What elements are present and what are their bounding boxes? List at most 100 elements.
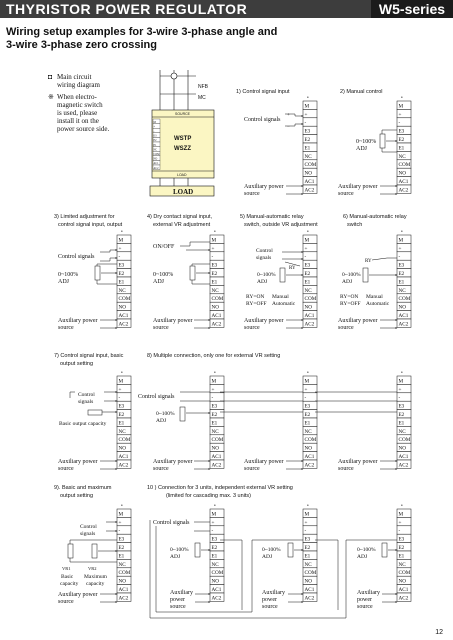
d9-control: Control bbox=[80, 524, 97, 530]
terminal-label: AC2 bbox=[212, 321, 222, 327]
caption-3-line1: 3) Limited adjustment for bbox=[54, 214, 115, 220]
terminal-dot-icon: • bbox=[214, 230, 216, 235]
terminal-label: M bbox=[212, 511, 217, 517]
d10-aux-1: Auxiliary bbox=[170, 590, 193, 596]
terminal-label: - bbox=[305, 120, 307, 126]
caption-2: 2) Manual control bbox=[340, 89, 383, 95]
terminal-label: - bbox=[399, 528, 401, 534]
d10-source-2: source bbox=[262, 604, 278, 610]
terminal-label: AC1 bbox=[399, 313, 409, 319]
terminal-label: + bbox=[399, 387, 402, 393]
mini-terminal-label: M bbox=[154, 121, 157, 124]
d7-basic-output: Basic output capacity bbox=[59, 421, 107, 427]
d3-adj-pct: 0~100% bbox=[58, 272, 78, 278]
terminal-label: E2 bbox=[399, 412, 405, 418]
terminal-label: NO bbox=[305, 305, 313, 311]
d9-capacity-1: capacity bbox=[60, 581, 79, 587]
terminal-label: - bbox=[212, 528, 214, 534]
intro-note2-line3: is used, please bbox=[57, 109, 97, 117]
terminal-label: - bbox=[305, 254, 307, 260]
terminal-label: COM bbox=[212, 437, 224, 443]
terminal-label: - bbox=[399, 120, 401, 126]
caption-4-line2: external VR adjustment bbox=[153, 222, 211, 228]
d4-on-off: ON/OFF bbox=[153, 244, 175, 250]
terminal-label: M bbox=[399, 511, 404, 517]
terminal-label: NO bbox=[399, 579, 407, 585]
d4-adj-pct: 0~100% bbox=[153, 272, 173, 278]
terminal-label: AC1 bbox=[399, 179, 409, 185]
terminal-label: NC bbox=[212, 288, 220, 294]
d9-vr2: VR2 bbox=[88, 566, 97, 571]
d10-source-3: source bbox=[357, 604, 373, 610]
d5-ry: RY bbox=[289, 266, 296, 271]
terminal-label: M bbox=[119, 511, 124, 517]
terminal-dot-icon: • bbox=[214, 504, 216, 509]
terminal-cell bbox=[396, 318, 412, 328]
terminal-label: COM bbox=[305, 296, 317, 302]
terminal-label: + bbox=[119, 387, 122, 393]
diagram-5: Control signals RY 0~100% ADJ RY=ON Manu… bbox=[244, 248, 304, 331]
terminal-label: AC1 bbox=[305, 587, 315, 593]
d5-automatic: Automatic bbox=[272, 301, 296, 307]
terminal-label: E3 bbox=[399, 404, 405, 410]
terminal-label: M bbox=[212, 378, 217, 384]
terminal-dot-icon: • bbox=[401, 96, 403, 101]
terminal-label: - bbox=[119, 395, 121, 401]
d3-adj: ADJ bbox=[58, 279, 70, 285]
nfb-label: NFB bbox=[198, 84, 209, 90]
diagram-2: 0~100% ADJ Auxiliary power source bbox=[338, 129, 398, 197]
terminal-label: AC2 bbox=[212, 462, 222, 468]
terminal-dot-icon: • bbox=[214, 371, 216, 376]
diagram-captions: 1) Control signal input 2) Manual contro… bbox=[54, 89, 407, 499]
terminal-label: NO bbox=[399, 305, 407, 311]
terminal-label: - bbox=[212, 254, 214, 260]
terminal-cell bbox=[302, 318, 318, 328]
d9-capacity-2: capacity bbox=[86, 581, 105, 587]
terminal-dot-icon: • bbox=[121, 230, 123, 235]
terminal-label: AC1 bbox=[212, 454, 222, 460]
terminal-label: E3 bbox=[212, 263, 218, 269]
d10-adj-2: ADJ bbox=[262, 554, 273, 560]
caption-9-line2: output setting bbox=[60, 493, 93, 499]
terminal-label: E1 bbox=[119, 553, 125, 559]
terminal-label: E3 bbox=[119, 404, 125, 410]
diagram-8: Control signals 0~100% ADJ Auxiliary pow… bbox=[138, 391, 398, 472]
caption-4-line1: 4) Dry contact signal input, bbox=[147, 214, 213, 220]
d9-source: source bbox=[58, 599, 74, 605]
terminal-label: NO bbox=[212, 305, 220, 311]
d10-aux-3: Auxiliary bbox=[357, 590, 380, 596]
terminal-label: NO bbox=[399, 171, 407, 177]
terminal-label: + bbox=[212, 246, 215, 252]
mini-terminal-label: E3 bbox=[154, 135, 158, 138]
terminal-label: AC1 bbox=[119, 587, 129, 593]
terminal-label: M bbox=[212, 237, 217, 243]
diagram-6: RY 0~100% ADJ RY=ON Manual RY=OFF Automa… bbox=[338, 257, 398, 331]
d10-power-2: power bbox=[262, 597, 277, 603]
page-header: THYRISTOR POWER REGULATOR W5-series bbox=[0, 0, 453, 18]
terminal-label: E1 bbox=[399, 420, 405, 426]
caption-8: 8) Multiple connection, only one for ext… bbox=[147, 353, 280, 359]
intro-note2-line1: When electro- bbox=[57, 93, 98, 101]
terminal-label: E3 bbox=[212, 404, 218, 410]
terminal-label: + bbox=[305, 520, 308, 526]
terminal-label: E2 bbox=[305, 137, 311, 143]
caption-10-line1: 10 ) Connection for 3 units, independent… bbox=[147, 485, 293, 491]
terminal-label: E2 bbox=[212, 545, 218, 551]
d2-adj-pct: 0~100% bbox=[356, 139, 376, 145]
terminal-label: + bbox=[119, 520, 122, 526]
diagram-4: ON/OFF 0~100% ADJ Auxiliary power source bbox=[153, 241, 211, 331]
d10-source-1: source bbox=[170, 604, 186, 610]
d2-source: source bbox=[338, 191, 354, 197]
terminal-cell bbox=[396, 184, 412, 194]
d6-aux-power: Auxiliary power bbox=[338, 318, 378, 324]
terminal-label: - bbox=[212, 395, 214, 401]
terminal-label: AC2 bbox=[119, 462, 129, 468]
mc-label: MC bbox=[198, 95, 206, 101]
terminal-label: COM bbox=[399, 437, 411, 443]
terminal-label: NC bbox=[399, 562, 407, 568]
terminal-label: AC2 bbox=[399, 595, 409, 601]
d7-aux-power: Auxiliary power bbox=[58, 459, 98, 465]
